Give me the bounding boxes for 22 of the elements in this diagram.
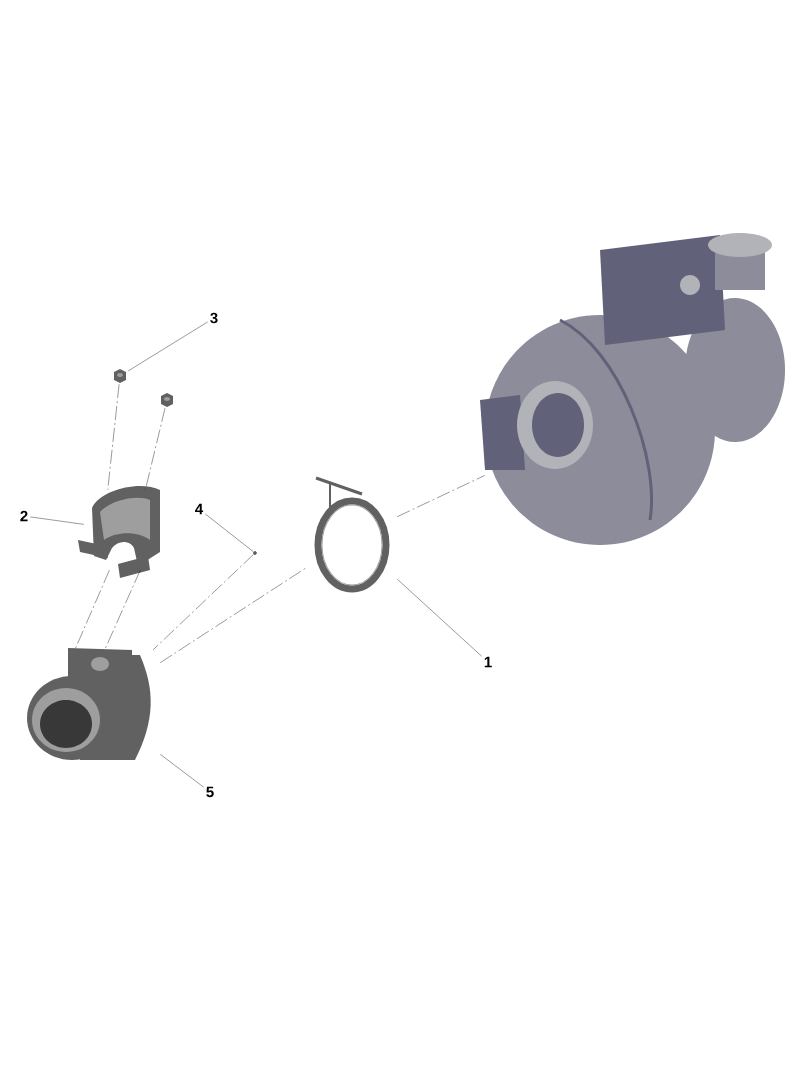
clamp-drawing	[314, 476, 390, 593]
leader-line	[397, 578, 482, 657]
leader-line	[205, 513, 254, 553]
assembly-line	[104, 570, 141, 650]
assembly-line	[160, 567, 307, 663]
leader-line	[30, 516, 84, 525]
callout-number: 2	[20, 510, 28, 522]
leader-line	[128, 321, 208, 372]
callout-number: 3	[210, 312, 218, 324]
bolt-drawing	[161, 393, 173, 407]
assembly-line	[152, 553, 254, 650]
housing-drawing	[27, 648, 151, 760]
callout-number: 1	[484, 656, 492, 668]
leader-line	[160, 754, 204, 788]
bracket-drawing	[78, 486, 160, 578]
turbocharger-drawing	[480, 233, 785, 545]
assembly-line	[145, 408, 166, 490]
assembly-line	[107, 384, 120, 490]
bolt-drawing	[114, 369, 126, 383]
callout-number: 5	[206, 786, 214, 798]
callout-number: 4	[195, 503, 204, 515]
assembly-line	[397, 475, 485, 517]
